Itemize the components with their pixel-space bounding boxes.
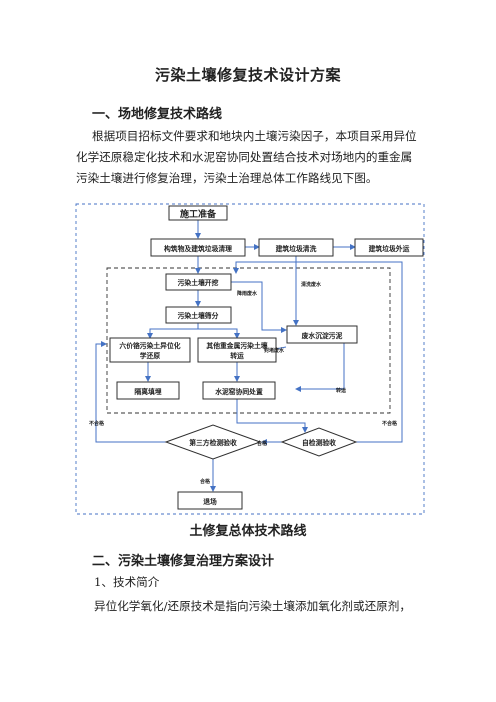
label-wash-water: 清洗废水 [301,281,322,288]
text-construction-prep: 施工准备 [180,208,217,220]
text-other-line1: 其他重金属污染土壤 [206,341,267,350]
paragraph-1-line-1: 根据项目招标文件要求和地块内土壤污染因子，本项目采用异位 [92,129,417,143]
label-fail-left: 不合格 [89,420,105,427]
box-cement-kiln [202,381,276,400]
figure-caption: 土修复总体技术路线 [189,524,307,539]
text-other-line2: 转运 [230,351,244,360]
text-cr-line2: 学还原 [140,351,161,360]
text-soil-excavation: 污染土壤开挖 [178,278,219,287]
box-debris-clearing [150,238,246,257]
text-isolation-landfill: 隔离填埋 [134,387,161,396]
text-sediment-sludge: 废水沉淀污泥 [302,331,343,340]
paragraph-1-line-3: 污染土壤进行修复治理，污染土治理总体工作路线见下图。 [76,171,378,185]
outer-dashed-frame [75,203,425,515]
paragraph-1-line-2: 化学还原稳定化技术和水泥窑协同处置结合技术对场地内的重金属 [76,150,413,164]
text-cr-line1: 六价铬污染土异位化 [119,341,180,350]
box-construction-prep [168,205,228,221]
box-soil-screening [165,306,232,324]
text-debris-washing: 建筑垃圾清洗 [275,244,317,253]
paragraph-1: 根据项目招标文件要求和地块内土壤污染因子，本项目采用异位 化学还原稳定化技术和水… [76,126,428,189]
label-pass-mid: 合格 [256,440,268,447]
text-exit: 退场 [203,497,217,506]
box-soil-excavation [165,273,232,291]
diamond-self-acceptance [280,427,358,457]
box-isolation-landfill [116,381,180,400]
label-rain-water: 降雨废水 [237,290,258,297]
text-cement-kiln: 水泥窑协同处置 [214,387,263,396]
label-transfer: 转运 [336,387,346,394]
subsection-heading: 1、技术简介 [94,575,160,589]
box-other-metals [197,337,277,363]
text-self-acceptance: 自检测验收 [302,438,336,447]
text-debris-export: 建筑垃圾外运 [368,244,410,253]
inner-dashed-frame [106,267,391,414]
box-debris-washing [258,238,334,257]
label-seal: 封堵废水 [264,347,285,354]
box-sediment-sludge [286,325,358,344]
text-soil-screening: 污染土壤筛分 [178,311,219,320]
diamond-third-party-acceptance [164,424,262,460]
text-third-party-acceptance: 第三方检测验收 [189,438,237,447]
box-debris-export [354,238,424,257]
section2-heading: 二、污染土壤修复治理方案设计 [92,554,275,569]
box-exit [177,491,243,510]
label-pass-down: 合格 [199,478,211,485]
text-debris-clearing: 构筑物及建筑垃圾清理 [164,244,232,253]
section1-heading: 一、场地修复技术路线 [92,107,223,122]
doc-title: 污染土壤修复技术设计方案 [154,66,341,84]
box-cr-reduction [109,337,191,363]
label-fail-right: 不合格 [382,420,398,427]
paragraph-2-line-1: 异位化学氧化/还原技术是指向污染土壤添加氧化剂或还原剂， [94,599,411,613]
